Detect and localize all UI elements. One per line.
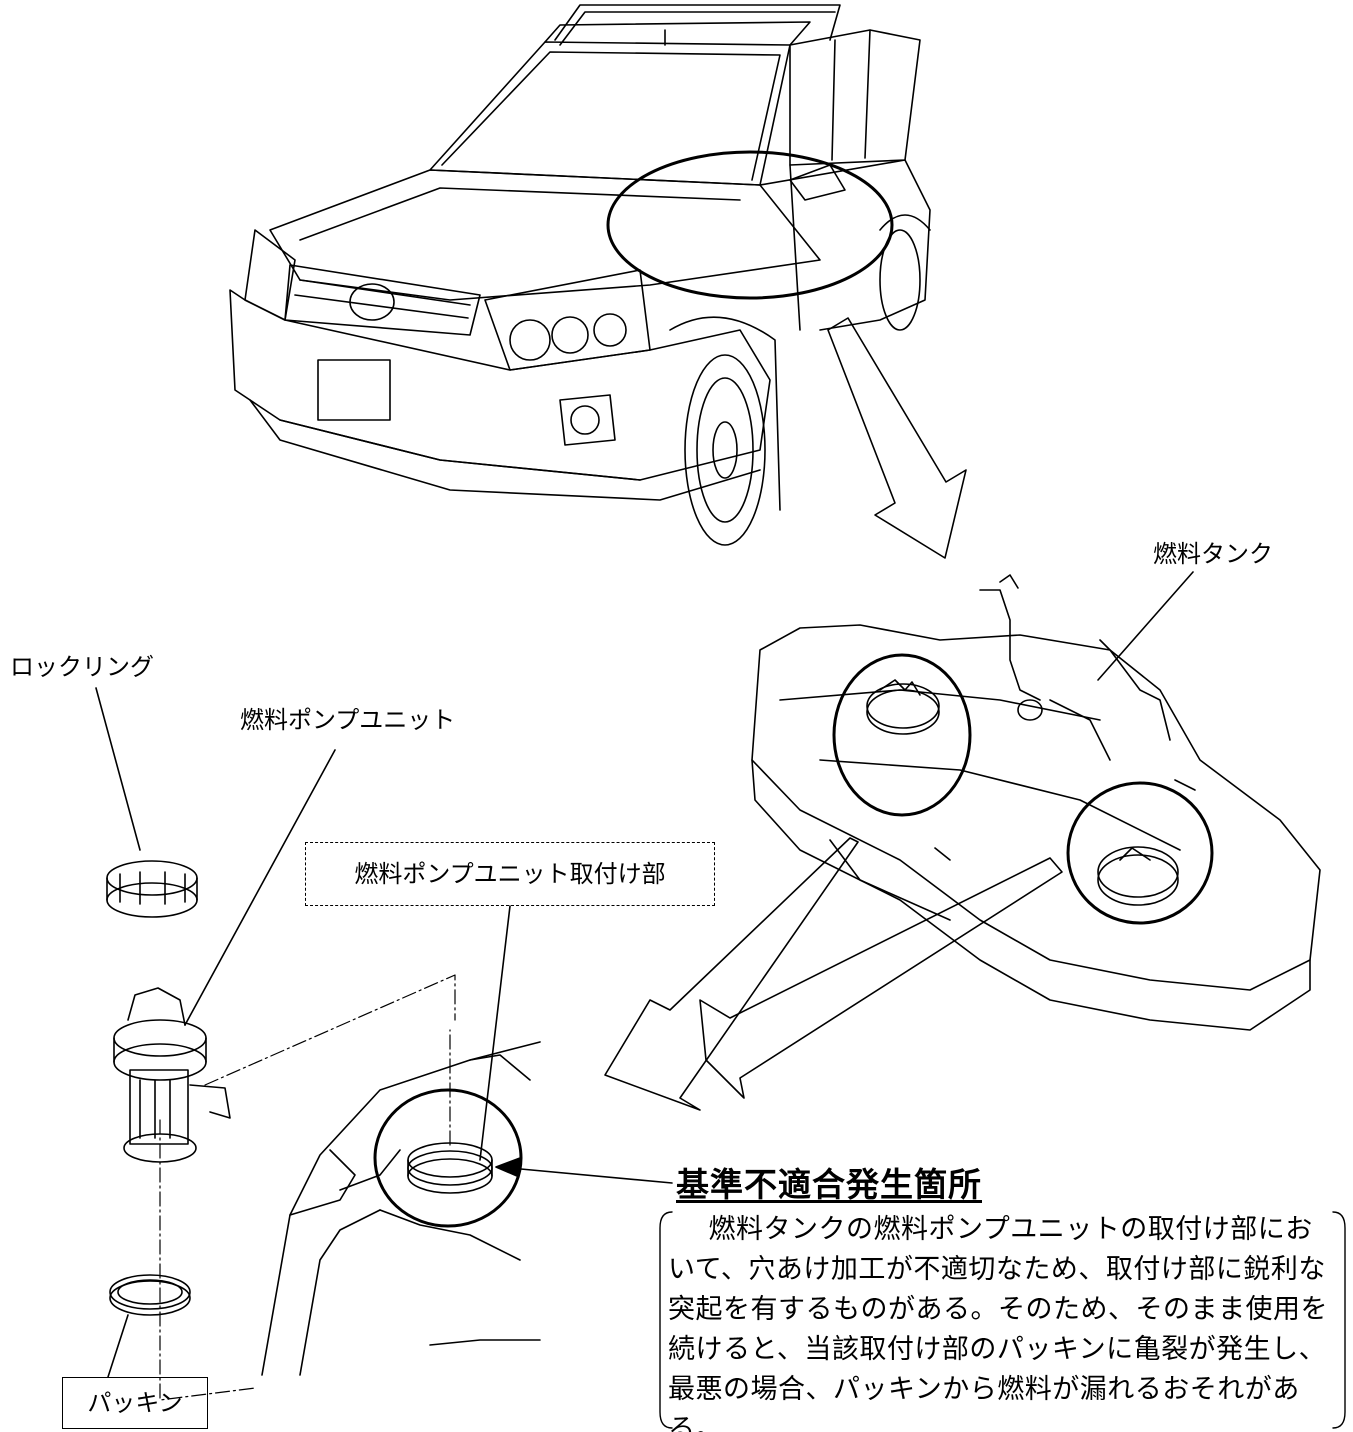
suv-highlight-circle: [606, 150, 894, 300]
suv-illustration: [229, 4, 931, 546]
fuel-pump-mount-label: 燃料ポンプユニット取付け部: [305, 842, 715, 906]
defect-pointer-arrowhead: [495, 1157, 521, 1177]
defect-location-title: 基準不適合発生箇所: [676, 1165, 982, 1204]
packing-leader: [107, 1314, 129, 1378]
arrow-tank-to-detail-2: [699, 857, 1063, 1099]
arrow-suv-to-tank: [827, 317, 967, 559]
tank-highlight-circle-2: [1066, 781, 1214, 925]
defect-description: 燃料タンクの燃料ポンプユニットの取付け部において、穴あけ加工が不適切なため、取付…: [668, 1214, 1328, 1432]
fuel-tank-label: 燃料タンク: [1153, 540, 1273, 568]
lock-ring-leader: [95, 687, 141, 851]
pump-parts-illustration: [106, 860, 231, 1316]
fuel-tank-leader: [1097, 571, 1194, 681]
packing-label: パッキン: [62, 1377, 208, 1429]
fuel-pump-unit-label: 燃料ポンプユニット: [240, 706, 456, 734]
defect-pointer-line: [509, 1167, 673, 1184]
mount-leader: [479, 905, 511, 1161]
mount-highlight-circle: [373, 1088, 523, 1228]
lock-ring-label: ロックリング: [10, 653, 154, 681]
tank-highlight-circle-1: [832, 653, 972, 817]
fuel-pump-mount-text: 燃料ポンプユニット取付け部: [354, 859, 666, 888]
arrow-tank-to-detail-1: [604, 837, 859, 1111]
tank-detail-illustration: [261, 1029, 541, 1376]
fuel-tank-illustration: [751, 574, 1321, 1031]
pump-unit-leader: [184, 749, 336, 1026]
packing-text: パッキン: [87, 1388, 183, 1417]
